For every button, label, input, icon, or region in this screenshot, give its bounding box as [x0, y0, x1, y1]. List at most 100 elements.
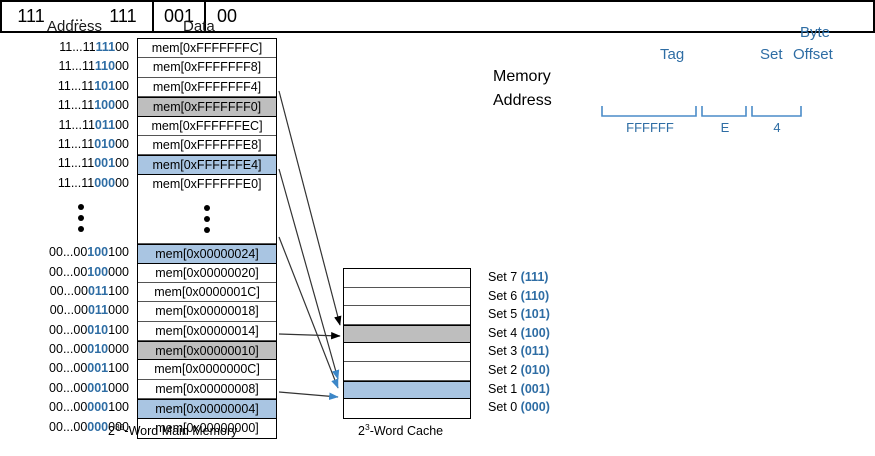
set-bits: (011)	[520, 344, 550, 359]
set-bits: (111)	[520, 270, 549, 284]
addr-set-bits: 011	[87, 303, 109, 318]
set-bits: (001)	[520, 381, 550, 396]
arrow-10-to-set4	[278, 331, 341, 340]
set-name: Set 4	[488, 325, 518, 340]
addr-set-bits: 100	[87, 245, 109, 260]
addr-offset-bits: 100	[108, 322, 129, 337]
addr-offset-bits: 000	[108, 303, 129, 318]
addr-prefix: 11...11	[59, 40, 96, 54]
memory-data-cell-upper-6: mem[0xFFFFFFE4]	[138, 155, 276, 175]
addr-offset-bits: 00	[115, 136, 129, 151]
memory-address-lower-1: 00...00100000	[33, 263, 129, 282]
cache-set-label-set-4: Set 4 (100)	[488, 324, 550, 343]
cache-set-label-set-7: Set 7 (111)	[488, 268, 550, 287]
tag-ellipsis-value: ...	[70, 8, 84, 25]
addr-offset-bits: 000	[108, 264, 129, 279]
address-field-box: 111 ... 111 001 00	[0, 0, 875, 33]
addr-set-bits: 010	[87, 342, 109, 357]
addr-set-bits: 000	[87, 419, 109, 434]
arrow-24-to-set1	[278, 236, 339, 389]
set-hex-label: E	[720, 120, 730, 135]
addr-offset-bits: 100	[108, 245, 129, 260]
set-name: Set 6	[488, 288, 518, 303]
tag-high-value: 111	[17, 6, 45, 26]
addr-prefix: 00...00	[49, 322, 88, 337]
cache-row-set-7	[344, 269, 470, 288]
memory-address-label-line2: Address	[493, 92, 552, 109]
addr-prefix: 00...00	[49, 380, 88, 395]
address-column-header: Address	[47, 18, 103, 35]
memory-data-cell-upper-0: mem[0xFFFFFFFC]	[138, 39, 276, 59]
addr-set-bits: 001	[87, 380, 109, 395]
set-field-label: Set	[760, 46, 783, 63]
tag-field-label: Tag	[660, 46, 685, 63]
memory-data-cell-upper-2: mem[0xFFFFFFF4]	[138, 77, 276, 98]
memory-data-cell-upper-3: mem[0xFFFFFFF0]	[138, 97, 276, 117]
set-name: Set 7	[488, 270, 518, 284]
set-bits: (100)	[520, 325, 550, 340]
cache-table	[343, 268, 471, 419]
cache-set-labels: Set 7 (111)Set 6 (110)Set 5 (101)Set 4 (…	[488, 268, 550, 417]
addr-set-bits: 111	[95, 40, 116, 54]
memory-data-cell-lower-8: mem[0x00000004]	[138, 399, 276, 419]
addr-set-bits: 011	[94, 117, 116, 132]
memory-address-label-line1: Memory	[493, 68, 551, 85]
mm-cap-sup: 30	[114, 422, 125, 432]
addr-prefix: 00...00	[49, 245, 88, 260]
memory-address-lower-7: 00...00001000	[33, 379, 129, 398]
memory-address-upper-4: 11...1101100	[33, 116, 129, 135]
memory-address-upper-3: 11...1110000	[33, 96, 129, 115]
addr-set-bits: 000	[87, 400, 109, 415]
addr-prefix: 00...00	[49, 303, 88, 318]
cache-cap-sup: 3	[364, 422, 370, 432]
memory-address-upper-7: 11...1100000	[33, 174, 129, 193]
memory-data-cell-upper-5: mem[0xFFFFFFE8]	[138, 135, 276, 156]
mm-cap-prefix: 2	[108, 424, 115, 439]
addr-offset-bits: 000	[108, 419, 129, 434]
addr-prefix: 11...11	[57, 98, 95, 113]
set-bits: (010)	[520, 362, 550, 377]
address-ellipsis-dots	[33, 193, 129, 243]
addr-prefix: 00...00	[49, 264, 88, 279]
cache-row-set-1	[344, 380, 470, 400]
offset-bracket	[751, 106, 802, 117]
set-name: Set 1	[488, 381, 518, 396]
addr-offset-bits: 00	[115, 98, 129, 113]
memory-address-upper-2: 11...1110100	[33, 77, 129, 96]
addr-offset-bits: 00	[115, 59, 129, 74]
tag-low-value: 111	[109, 6, 137, 26]
cache-row-set-3	[344, 343, 470, 362]
addr-prefix: 00...00	[49, 419, 88, 434]
cache-set-label-set-5: Set 5 (101)	[488, 305, 550, 324]
main-memory-caption: 230-Word Main Memory	[108, 422, 237, 438]
cache-set-label-set-1: Set 1 (001)	[488, 380, 550, 399]
addr-offset-bits: 00	[115, 117, 129, 132]
data-column-header: Data	[183, 18, 215, 35]
cache-row-set-2	[344, 361, 470, 381]
addr-offset-bits: 00	[115, 175, 129, 190]
addr-prefix: 11...11	[58, 117, 95, 132]
arrow-ffffffe4-to-set1	[278, 168, 340, 380]
memory-address-lower-5: 00...00010000	[33, 340, 129, 359]
memory-address-upper-0: 11...1111100	[33, 38, 129, 57]
tag-bracket	[601, 106, 697, 117]
addr-prefix: 11...11	[58, 59, 95, 74]
cache-set-label-set-3: Set 3 (011)	[488, 342, 550, 361]
memory-data-cell-lower-4: mem[0x00000014]	[138, 321, 276, 342]
arrow-4-to-set1	[278, 391, 339, 400]
offset-hex-label: 4	[773, 120, 781, 135]
set-bracket	[701, 106, 747, 117]
tag-field: 111 ... 111	[2, 2, 154, 31]
addr-set-bits: 001	[87, 361, 109, 376]
addr-prefix: 00...00	[49, 361, 88, 376]
addr-prefix: 11...11	[57, 78, 95, 93]
byte-field-label: Byte	[800, 24, 831, 41]
addr-set-bits: 001	[94, 156, 116, 171]
memory-data-cell-lower-6: mem[0x0000000C]	[138, 360, 276, 380]
addr-prefix: 00...00	[49, 400, 88, 415]
memory-data-cell-upper-7: mem[0xFFFFFFE0]	[138, 174, 276, 195]
addr-prefix: 00...00	[49, 342, 88, 357]
set-name: Set 2	[488, 362, 518, 377]
memory-data-cell-lower-1: mem[0x00000020]	[138, 263, 276, 283]
